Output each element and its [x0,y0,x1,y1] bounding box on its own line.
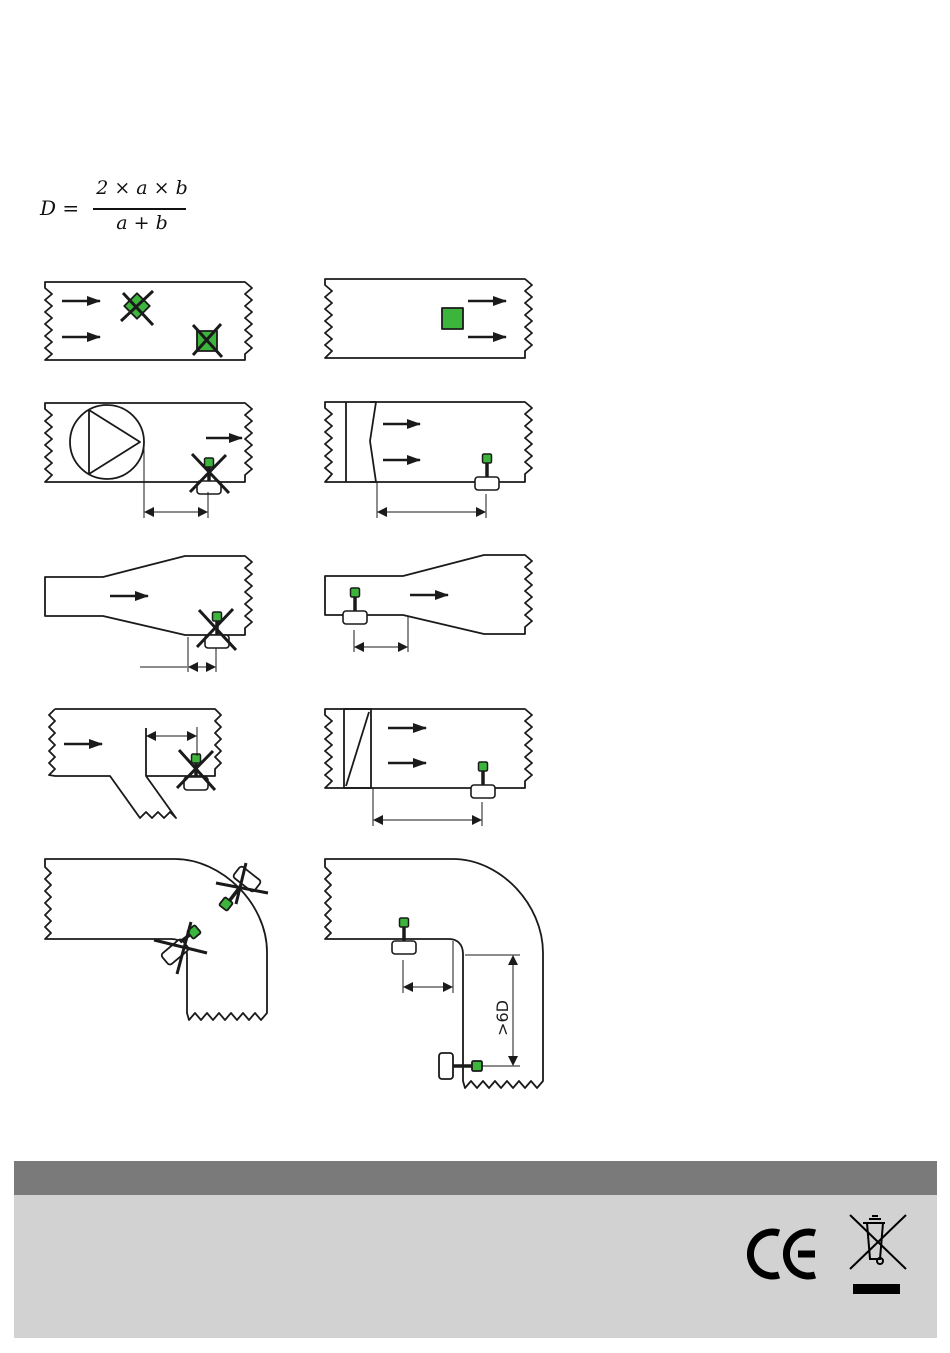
duct-filter-correct-position [325,709,532,826]
duct-elbow-wrong-positions [45,859,268,1020]
duct-elbow-correct-positions [325,859,543,1088]
footer-panel [14,1195,937,1338]
duct-straight-correct-position [325,279,532,358]
duct-damper-correct-position [325,402,532,518]
distance-label-6d: >6D [493,1000,512,1036]
sensor-mounting-diagrams: >6D [0,0,950,1140]
duct-fan-wrong-position [45,403,252,518]
duct-expansion-wrong-position [45,556,252,672]
weee-crossed-bin-icon [850,1215,906,1294]
duct-straight-wrong-positions [45,282,252,360]
ce-mark-icon [750,1232,815,1276]
footer-band [14,1161,937,1195]
duct-expansion-correct-position [325,555,532,652]
duct-branch-wrong-position [49,709,221,818]
